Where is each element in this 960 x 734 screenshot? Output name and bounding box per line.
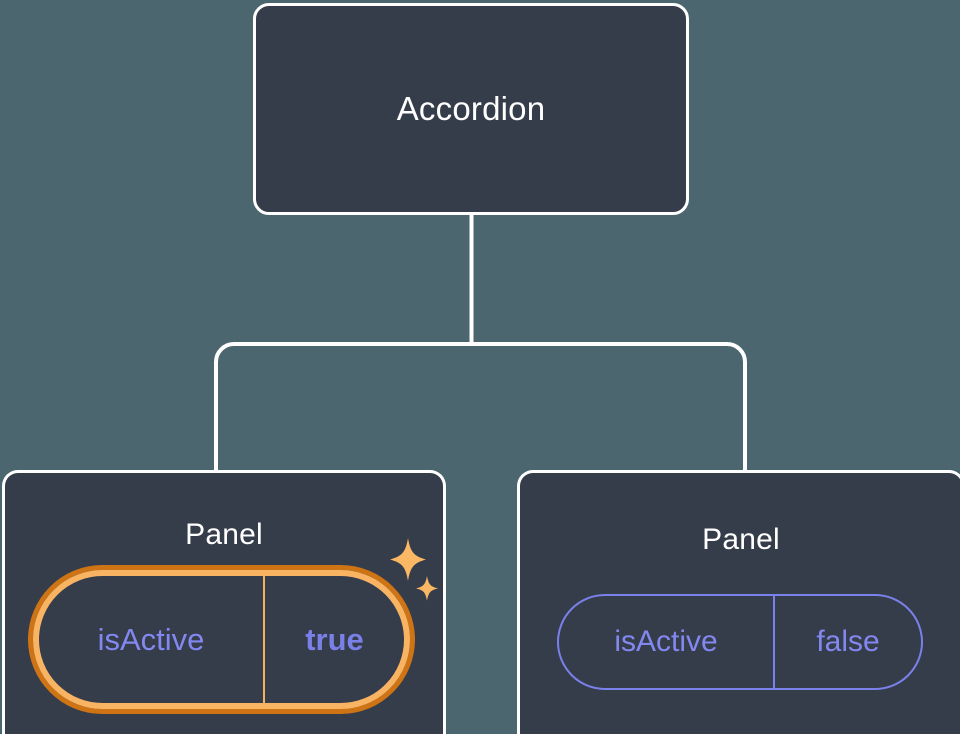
node-accordion-label: Accordion: [396, 90, 546, 127]
prop-pill-isactive-true[interactable]: isActive true: [33, 570, 410, 709]
prop-value-label: false: [773, 596, 921, 688]
prop-pill-isactive-false[interactable]: isActive false: [557, 594, 923, 690]
node-panel-inactive-label: Panel: [702, 523, 780, 556]
node-panel-active-label: Panel: [185, 518, 263, 551]
connector-branch-left: [214, 342, 473, 470]
prop-key-label: isActive: [614, 625, 718, 658]
connector-branch-right: [470, 342, 747, 470]
prop-key-label: isActive: [97, 621, 205, 657]
node-accordion[interactable]: Accordion: [253, 3, 689, 215]
prop-value-label: true: [263, 576, 404, 703]
